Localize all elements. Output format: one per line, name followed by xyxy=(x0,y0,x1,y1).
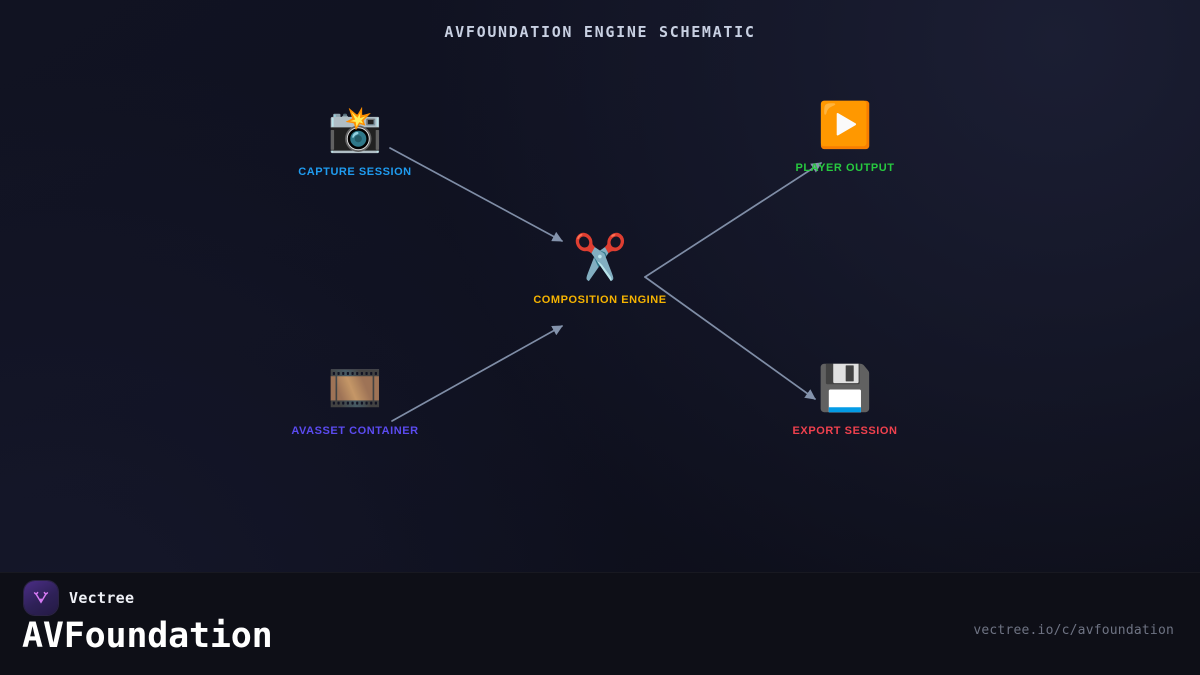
edge-composition-to-player xyxy=(644,162,822,278)
node-label-player-output: PLAYER OUTPUT xyxy=(795,162,895,174)
scissors-icon: ✂️ xyxy=(572,232,628,283)
node-label-composition-engine: COMPOSITION ENGINE xyxy=(533,294,667,306)
camera-with-flash-icon: 📸 xyxy=(327,104,383,155)
footer-url: vectree.io/c/avfoundation xyxy=(973,623,1174,638)
page-title: AVFOUNDATION ENGINE SCHEMATIC xyxy=(444,23,756,41)
floppy-disk-icon: 💾 xyxy=(817,363,873,414)
node-capture-session[interactable]: 📸 CAPTURE SESSION xyxy=(255,102,455,178)
node-label-avasset-container: AVASSET CONTAINER xyxy=(291,425,419,437)
diagram-canvas: AVFOUNDATION ENGINE SCHEMATIC 📸 CAPTURE … xyxy=(255,23,945,437)
vectree-logo-icon xyxy=(24,581,58,615)
node-avasset-container[interactable]: 🎞️ AVASSET CONTAINER xyxy=(255,361,455,437)
node-label-export-session: EXPORT SESSION xyxy=(792,425,898,437)
edge-composition-to-export xyxy=(644,276,816,400)
edge-avasset-to-composition xyxy=(391,325,563,422)
edge-layer xyxy=(389,147,822,422)
vectree-mark-icon xyxy=(33,591,49,604)
film-frames-icon: 🎞️ xyxy=(327,363,383,414)
footer-page-title: AVFoundation xyxy=(22,616,273,656)
node-label-capture-session: CAPTURE SESSION xyxy=(298,166,412,178)
node-composition-engine[interactable]: ✂️ COMPOSITION ENGINE xyxy=(500,230,700,306)
brand-name: Vectree xyxy=(69,589,135,607)
node-player-output[interactable]: ▶️ PLAYER OUTPUT xyxy=(745,98,945,174)
edge-capture-to-composition xyxy=(389,147,563,242)
play-button-icon: ▶️ xyxy=(817,100,873,151)
brand[interactable]: Vectree xyxy=(24,581,134,615)
node-export-session[interactable]: 💾 EXPORT SESSION xyxy=(745,361,945,437)
footer-bar: Vectree AVFoundation xyxy=(0,572,1200,675)
